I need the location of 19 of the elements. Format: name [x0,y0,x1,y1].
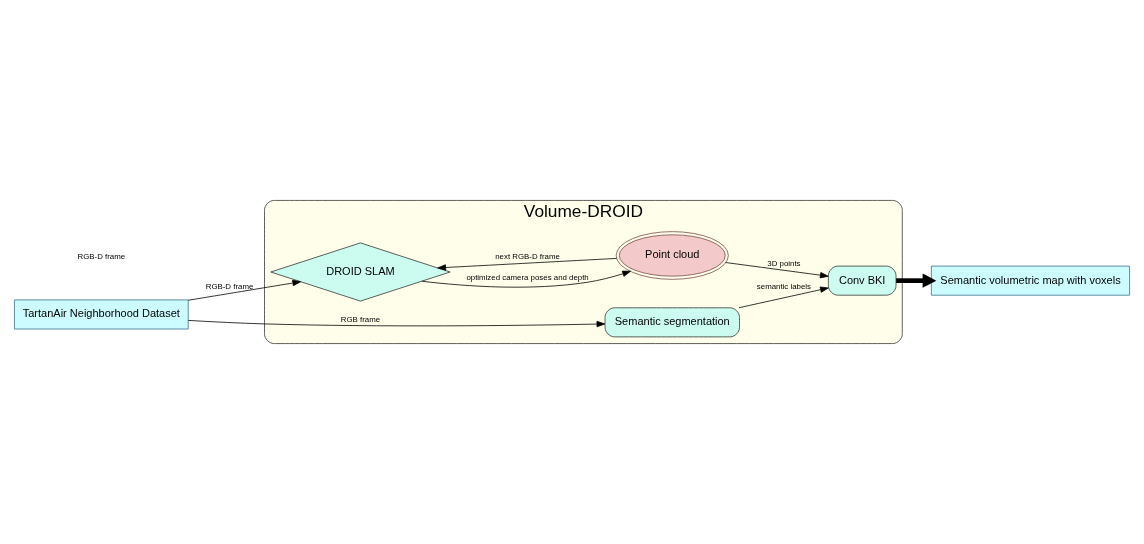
arrow [437,258,617,271]
arrow [187,279,302,301]
label: RGB-D frame [77,252,126,262]
arrow [738,286,829,309]
node-diamond: DROID SLAM [270,242,451,302]
arrow [187,320,606,328]
node-box: Semantic segmentation [604,307,740,338]
arrow [896,273,937,288]
edge-label: semantic labels [756,282,812,292]
node-box: TartanAir Neighborhood Dataset [14,299,189,330]
edge-label: next RGB-D frame [495,251,560,261]
arrow [725,262,829,279]
edge-label: optimized camera poses and depth [466,272,589,282]
edge-label: 3D points [767,258,801,268]
node-box: Conv BKI [827,265,897,296]
node-box: Semantic volumetric map with voxels [931,265,1130,296]
edge-label: RGB frame [340,314,381,324]
edge-label: RGB-D frame [205,281,254,291]
arrow [421,270,631,288]
